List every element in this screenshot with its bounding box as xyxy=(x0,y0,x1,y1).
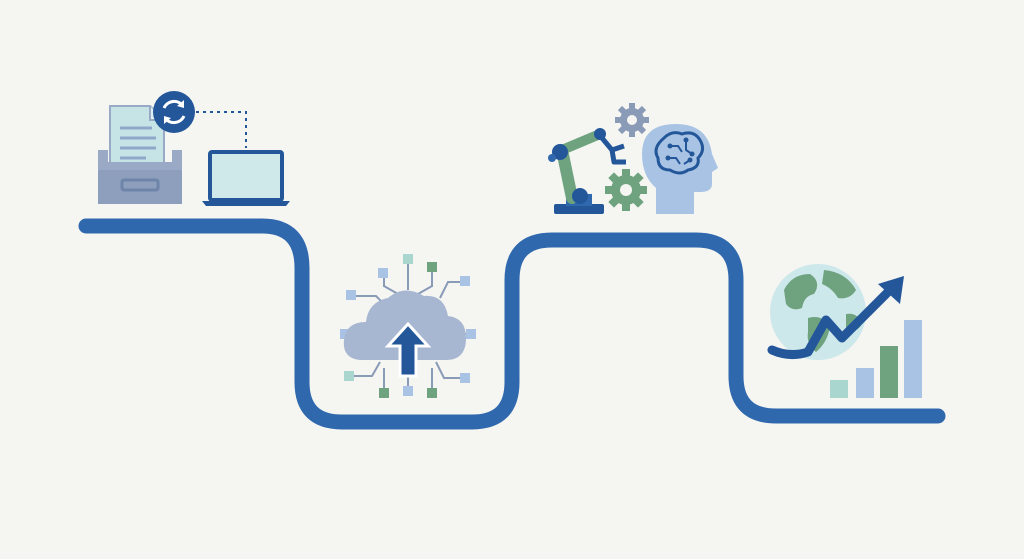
sync-icon xyxy=(153,91,195,133)
trend-arrow-icon xyxy=(767,276,904,360)
archive-sync-stage xyxy=(98,91,290,206)
cloud-upload-stage xyxy=(340,254,476,398)
timeline-path xyxy=(78,218,946,430)
ai-automation-stage xyxy=(548,103,718,214)
upload-arrow-icon xyxy=(384,321,432,378)
globe-icon xyxy=(770,264,866,360)
global-growth-stage xyxy=(767,264,922,398)
robot-arm-icon xyxy=(548,128,626,214)
gear-icon xyxy=(615,103,649,137)
dotted-connector xyxy=(196,111,247,148)
bar-chart-icon xyxy=(830,320,922,398)
file-cabinet-icon xyxy=(98,150,182,204)
laptop-icon xyxy=(202,150,290,206)
brain-head-icon xyxy=(642,124,718,214)
network-node-squares xyxy=(340,254,476,398)
gear-icon-large xyxy=(605,169,647,211)
